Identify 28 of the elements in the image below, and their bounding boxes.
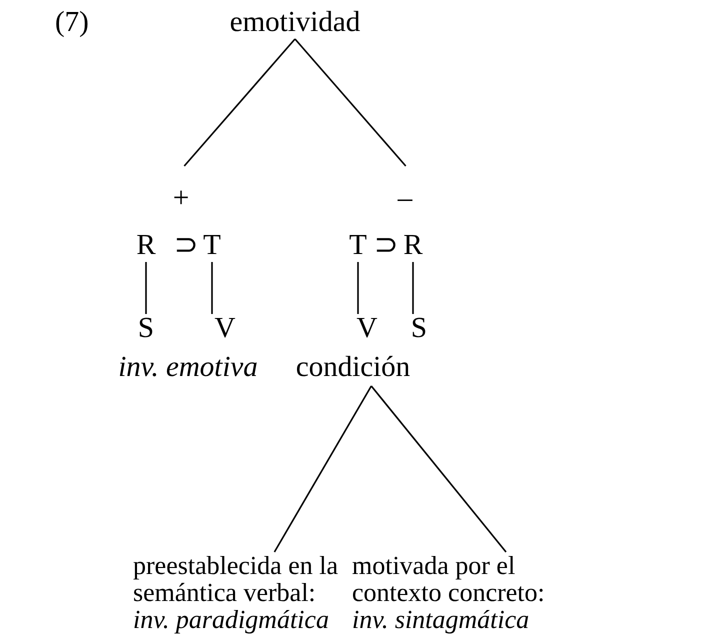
node-text: V [356,312,378,345]
tree-branch-line [294,38,406,167]
node-text: motivada por el contexto concreto: [352,552,546,606]
tree-branch-line [357,262,359,314]
node-text: preestablecida en la semántica verbal: [133,552,339,606]
node-text: R [136,229,156,262]
node-text: + [172,182,190,215]
node-text: S [410,312,428,345]
node-text: inv. paradigmática [133,606,330,633]
tree-branch-line [145,262,147,314]
tree-branch-line [412,262,414,314]
node-text: inv. sintagmática [352,606,530,633]
example-number: (7) [55,6,89,39]
node-text: T [349,229,367,262]
node-text: inv. emotiva [118,351,258,384]
node-text: emotividad [230,6,360,39]
node-text: S [138,312,154,345]
tree-branch-line [274,386,372,552]
tree-branch-line [184,38,296,167]
node-text: condición [296,351,410,384]
node-text: – [398,182,412,215]
node-text: R [403,229,423,262]
inclusion-symbol: ⊃ [374,229,398,262]
node-text: V [214,312,236,345]
inclusion-symbol: ⊃ [174,229,198,262]
node-text: T [203,229,221,262]
tree-branch-line [370,386,507,552]
tree-branch-line [211,262,213,314]
